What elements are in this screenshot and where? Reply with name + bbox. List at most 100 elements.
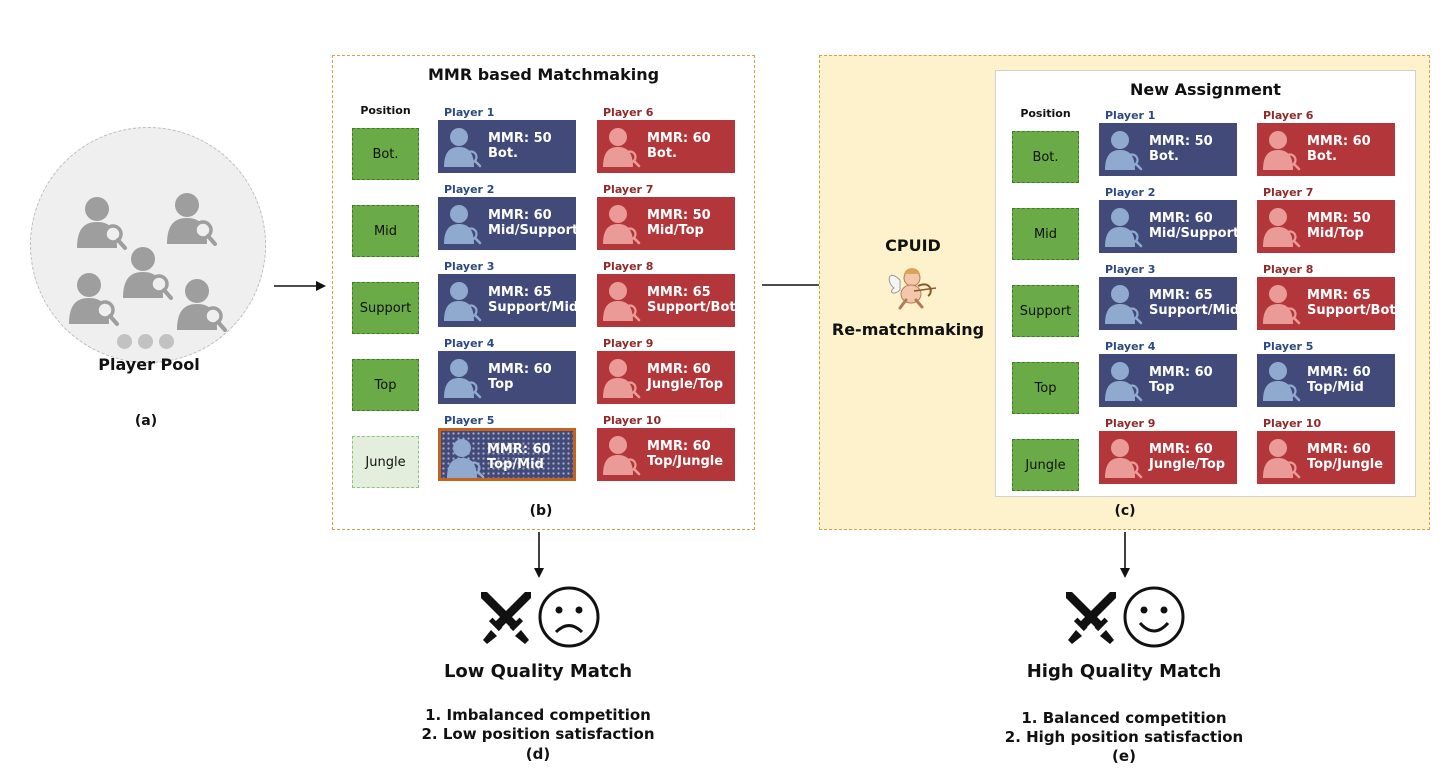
player-mmr: MMR: 60 xyxy=(647,439,711,454)
player-mmr: MMR: 60 xyxy=(1149,365,1213,380)
player-mmr: MMR: 50 xyxy=(1149,134,1213,149)
player-mmr: MMR: 60 xyxy=(1307,134,1371,149)
player-mmr: MMR: 50 xyxy=(647,208,711,223)
player-search-icon xyxy=(167,190,217,246)
position-slot: Bot. xyxy=(352,128,419,180)
ellipsis-dot xyxy=(138,334,153,349)
player-search-icon xyxy=(444,357,482,399)
player-role: Top/Mid xyxy=(1307,380,1364,395)
crossed-swords-icon xyxy=(1062,588,1120,646)
player-name: Player 10 xyxy=(1263,417,1322,430)
player-name: Player 2 xyxy=(444,183,495,196)
player-role: Jungle/Top xyxy=(1149,457,1226,472)
player-search-icon xyxy=(1105,206,1143,248)
player-role: Mid/Support xyxy=(488,223,579,238)
player-search-icon xyxy=(1263,206,1301,248)
player-role: Bot. xyxy=(1307,149,1337,164)
position-slot: Top xyxy=(1012,362,1079,414)
player-search-icon xyxy=(1105,129,1143,171)
player-name: Player 8 xyxy=(603,260,654,273)
player-name: Player 4 xyxy=(444,337,495,350)
player-role: Bot. xyxy=(647,146,677,161)
player-search-icon xyxy=(444,280,482,322)
player-mmr: MMR: 65 xyxy=(488,285,552,300)
player-role: Bot. xyxy=(488,146,518,161)
player-search-icon xyxy=(1263,437,1301,479)
position-slot: Support xyxy=(352,282,419,334)
happy-face-icon xyxy=(1123,586,1185,648)
position-slot: Bot. xyxy=(1012,131,1079,183)
position-header: Position xyxy=(1020,107,1071,120)
player-mmr: MMR: 65 xyxy=(1149,288,1213,303)
player-role: Top/Mid xyxy=(487,457,544,472)
player-search-icon xyxy=(444,126,482,168)
player-search-icon xyxy=(77,194,127,250)
player-search-icon xyxy=(447,437,485,479)
player-mmr: MMR: 60 xyxy=(487,442,551,457)
caption-d: (d) xyxy=(525,745,551,763)
player-search-icon xyxy=(177,276,227,332)
result-e-item: 2. High position satisfaction xyxy=(1004,728,1244,746)
player-search-icon xyxy=(69,270,119,326)
player-search-icon xyxy=(603,434,641,476)
cupid-icon xyxy=(888,268,937,310)
panel-mmr-matchmaking xyxy=(332,55,755,530)
arrow-b-to-d xyxy=(534,532,544,578)
player-search-icon xyxy=(123,244,173,300)
player-name: Player 6 xyxy=(1263,109,1314,122)
player-mmr: MMR: 60 xyxy=(1149,442,1213,457)
arrow-pool-to-b xyxy=(274,281,326,291)
ellipsis-dot xyxy=(159,334,174,349)
player-search-icon xyxy=(1263,129,1301,171)
player-name: Player 3 xyxy=(444,260,495,273)
player-role: Support/Bot. xyxy=(647,300,741,315)
player-role: Top/Jungle xyxy=(1307,457,1384,472)
player-mmr: MMR: 60 xyxy=(1307,442,1371,457)
position-slot: Mid xyxy=(352,205,419,257)
position-slot: Top xyxy=(352,359,419,411)
player-name: Player 4 xyxy=(1105,340,1156,353)
player-name: Player 3 xyxy=(1105,263,1156,276)
player-name: Player 2 xyxy=(1105,186,1156,199)
player-search-icon xyxy=(603,126,641,168)
player-search-icon xyxy=(444,203,482,245)
caption-c: (c) xyxy=(1114,503,1136,519)
caption-e: (e) xyxy=(1112,747,1136,765)
position-header: Position xyxy=(360,104,411,117)
player-role: Top/Jungle xyxy=(647,454,724,469)
player-role: Mid/Support xyxy=(1149,226,1240,241)
caption-a: (a) xyxy=(134,413,158,429)
player-role: Mid/Top xyxy=(1307,226,1364,241)
player-search-icon xyxy=(603,357,641,399)
arrow-c-to-e xyxy=(1120,532,1130,578)
